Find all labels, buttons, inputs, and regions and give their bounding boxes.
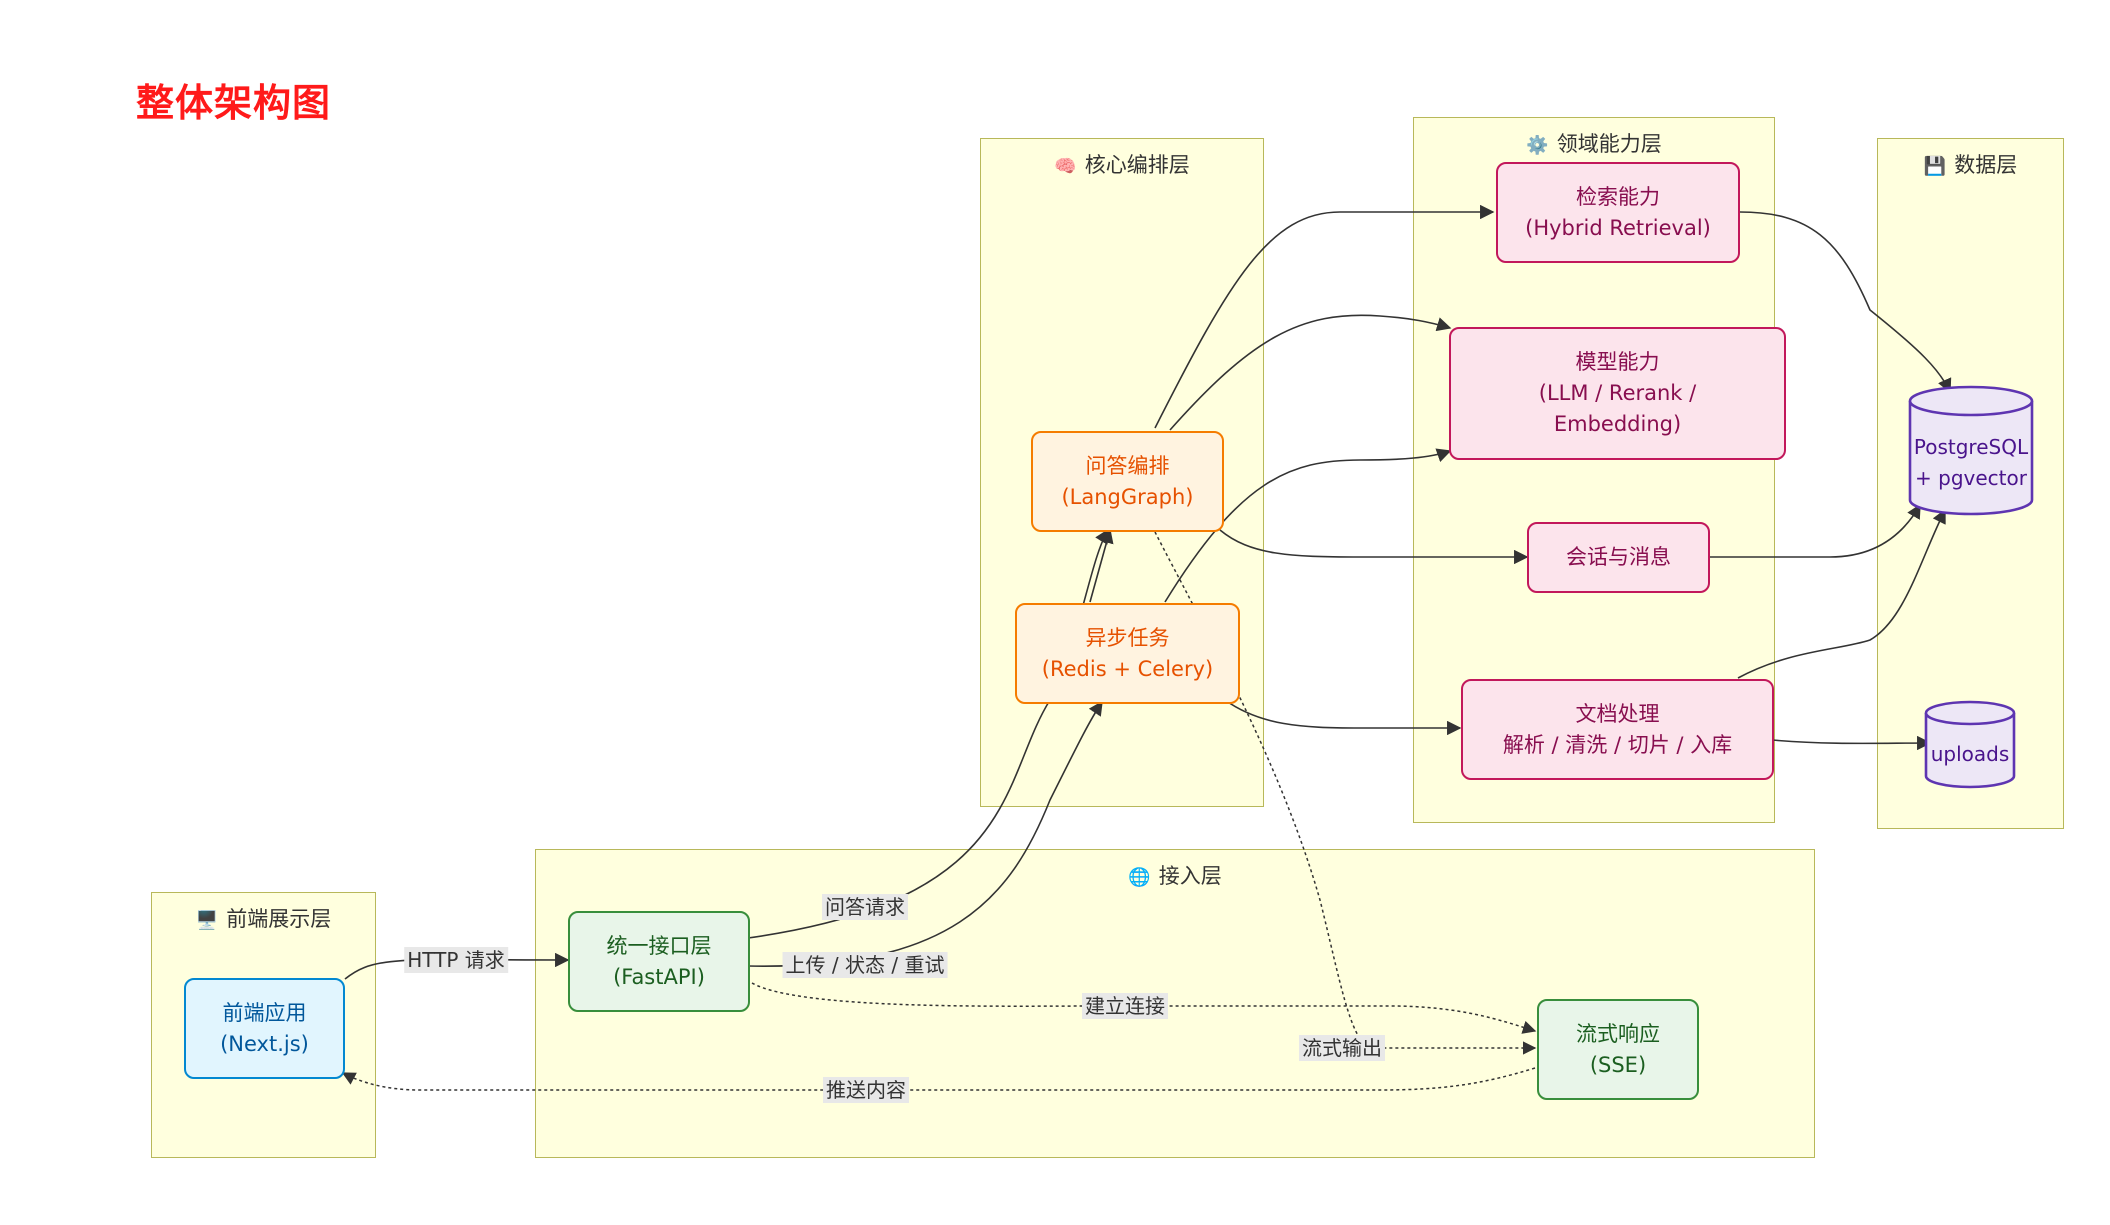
model-node[interactable]: 模型能力 (LLM / Rerank / Embedding) — [1449, 327, 1786, 460]
edge-session-to-pg — [1710, 503, 1921, 558]
cluster-frontend-label: 🖥️前端展示层 — [195, 907, 332, 931]
edge-retrieval-to-pg — [1739, 211, 1952, 394]
edge-label-http: HTTP 请求 — [404, 947, 508, 973]
globe-icon: 🌐 — [1128, 867, 1151, 888]
edge-api-to-async — [747, 700, 1103, 967]
edge-async-to-doc — [1224, 699, 1462, 736]
page-title: 整体架构图 — [136, 81, 332, 125]
edge-doc-to-pg — [1737, 508, 1946, 679]
postgres-label[interactable]: PostgreSQL + pgvector — [1913, 435, 2029, 490]
edge-sse-to-frontend — [341, 1067, 1536, 1091]
monitor-icon: 🖥️ — [195, 910, 219, 931]
edge-qa-to-sse — [1154, 531, 1537, 1055]
edge-async-to-qa — [1089, 528, 1114, 603]
postgres-cylinder — [1908, 385, 2034, 516]
edge-label-upload: 上传 / 状态 / 重试 — [782, 952, 948, 978]
sse-node[interactable]: 流式响应 (SSE) — [1537, 999, 1699, 1100]
session-node[interactable]: 会话与消息 — [1527, 522, 1710, 593]
edge-label-qa-request: 问答请求 — [822, 894, 908, 920]
uploads-cylinder — [1924, 700, 2016, 789]
edge-qa-to-session — [1219, 529, 1529, 565]
edge-label-stream: 流式输出 — [1299, 1035, 1385, 1061]
edge-api-to-sse — [751, 982, 1537, 1034]
edge-label-connect: 建立连接 — [1082, 993, 1168, 1019]
cluster-access-label: 🌐接入层 — [1128, 864, 1222, 888]
edge-label-push: 推送内容 — [823, 1077, 909, 1103]
qa-orchestration-node[interactable]: 问答编排 (LangGraph) — [1031, 431, 1224, 532]
cluster-orchestration-label: 🧠核心编排层 — [1054, 153, 1190, 177]
edge-qa-to-model-top — [1169, 314, 1452, 431]
brain-icon: 🧠 — [1054, 156, 1077, 177]
uploads-label[interactable]: uploads — [1930, 742, 2010, 766]
async-task-node[interactable]: 异步任务 (Redis + Celery) — [1015, 603, 1240, 704]
document-processing-node[interactable]: 文档处理 解析 / 清洗 / 切片 / 入库 — [1461, 679, 1774, 780]
frontend-app-node[interactable]: 前端应用 (Next.js) — [184, 978, 345, 1079]
cluster-data-label: 💾数据层 — [1923, 153, 2018, 177]
edge-doc-to-uploads — [1771, 735, 1932, 751]
api-gateway-node[interactable]: 统一接口层 (FastAPI) — [568, 911, 750, 1012]
edge-api-to-qa — [747, 528, 1109, 939]
edge-qa-to-retrieval — [1154, 204, 1495, 429]
retrieval-node[interactable]: 检索能力 (Hybrid Retrieval) — [1496, 162, 1740, 263]
cluster-domain-label: ⚙️领域能力层 — [1526, 132, 1662, 156]
floppy-disk-icon: 💾 — [1923, 156, 1947, 177]
gear-icon: ⚙️ — [1526, 135, 1549, 156]
